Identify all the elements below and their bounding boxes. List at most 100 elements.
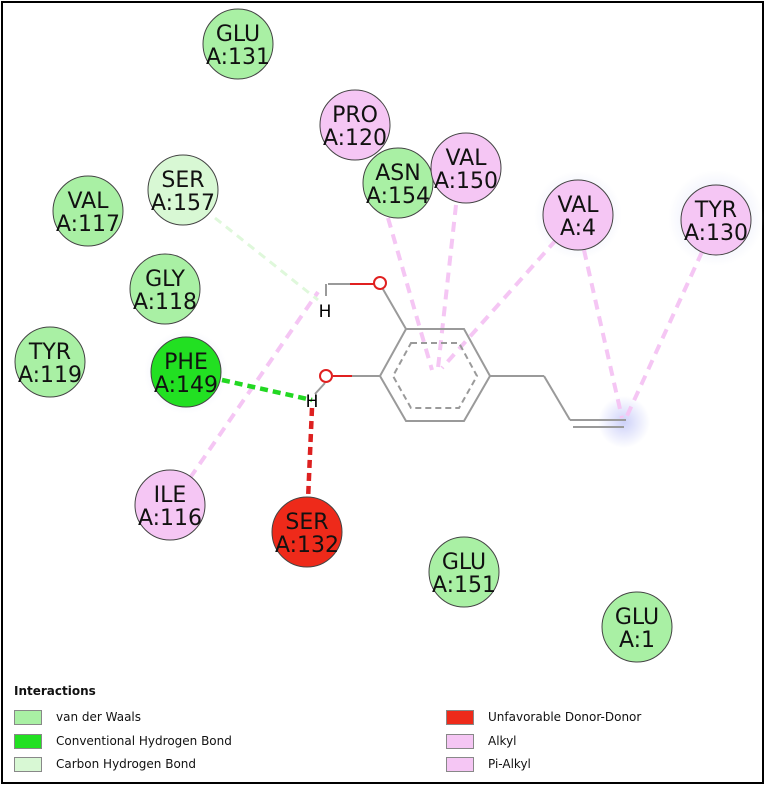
- bond-ch2-ch: [543, 375, 571, 421]
- residue-circle-glu151: [428, 536, 500, 608]
- legend-item-hbond: Conventional Hydrogen Bond: [14, 732, 232, 750]
- residue-name-ser132: SER: [285, 510, 328, 535]
- legend-label-pialkyl: Pi-Alkyl: [488, 757, 531, 771]
- residue-chain-glu151: A:151: [432, 573, 496, 598]
- residue-chain-val4: A:4: [560, 216, 596, 241]
- residue-chain-tyr119: A:119: [18, 363, 82, 388]
- residue-chain-glu131: A:131: [206, 45, 270, 70]
- residue-circle-val4: [542, 179, 614, 251]
- residue-chain-val150: A:150: [434, 169, 498, 194]
- residue-chain-gly118: A:118: [133, 290, 197, 315]
- residue-circle-val150: [430, 132, 502, 204]
- alkyl-line-tyr130: [624, 251, 704, 419]
- bond-ring-o1: [379, 283, 407, 330]
- residue-name-gly118: GLY: [145, 267, 185, 292]
- residue-circle-val117: [52, 175, 124, 247]
- hydrogen-label-upper: H: [319, 302, 332, 322]
- legend-label-vdw: van der Waals: [56, 710, 142, 724]
- residue-chain-ser157: A:157: [151, 191, 215, 216]
- residue-name-tyr130: TYR: [694, 198, 737, 223]
- residue-name-pro120: PRO: [332, 103, 378, 128]
- residue-circle-pro120: [319, 89, 391, 161]
- hydrogen-label-lower: H: [306, 392, 319, 412]
- ligand-structure: [314, 283, 626, 428]
- residue-chain-asn154: A:154: [366, 184, 430, 209]
- legend-label-unfav: Unfavorable Donor-Donor: [488, 710, 642, 724]
- residue-circle-asn154: [362, 147, 434, 219]
- residue-name-glu151: GLU: [442, 550, 486, 575]
- residue-chain-pro120: A:120: [323, 126, 387, 151]
- residue-chain-ile116: A:116: [138, 506, 202, 531]
- legend-swatch-chbond: [14, 756, 42, 772]
- legend-item-chbond: Carbon Hydrogen Bond: [14, 755, 196, 773]
- residue-name-tyr119: TYR: [28, 340, 71, 365]
- legend-swatch-hbond: [14, 733, 42, 749]
- legend-label-alkyl: Alkyl: [488, 734, 517, 748]
- alkyl-line-ile116: [188, 290, 320, 480]
- carbon-hbond-line-ser157: [214, 216, 319, 302]
- residue-name-val150: VAL: [446, 146, 488, 171]
- residue-circle-glu1: [601, 591, 673, 663]
- residue-chain-val117: A:117: [56, 212, 120, 237]
- residue-chain-glu1: A:1: [619, 628, 655, 653]
- oxygen-atom-lower: [319, 369, 333, 383]
- residue-name-ser157: SER: [161, 168, 204, 193]
- legend-swatch-unfav: [446, 709, 474, 725]
- residue-circle-tyr130: [680, 184, 752, 256]
- hbond-line-phe149: [221, 377, 313, 403]
- unfav-line-ser132: [305, 407, 315, 501]
- bond-o2-h: [314, 382, 326, 395]
- legend: Interactions van der Waals Conventional …: [12, 683, 752, 778]
- legend-swatch-alkyl: [446, 733, 474, 749]
- residue-name-ile116: ILE: [154, 483, 187, 508]
- residue-circle-ile116: [134, 469, 206, 541]
- legend-label-chbond: Carbon Hydrogen Bond: [56, 757, 197, 771]
- residue-chain-tyr130: A:130: [684, 221, 748, 246]
- alkene-glow: [598, 396, 650, 448]
- residue-name-phe149: PHE: [164, 350, 208, 375]
- alkyl-line-val4: [582, 249, 624, 419]
- residue-chain-phe149: A:149: [154, 373, 218, 398]
- pialkyl-line-val4-ring: [440, 238, 558, 370]
- residue-circle-tyr119: [14, 326, 86, 398]
- residue-circle-glu131: [202, 8, 274, 80]
- legend-swatch-vdw: [14, 709, 42, 725]
- residue-name-val117: VAL: [68, 189, 110, 214]
- residue-name-val4: VAL: [558, 193, 600, 218]
- residue-circle-phe149: [150, 336, 222, 408]
- legend-label-hbond: Conventional Hydrogen Bond: [56, 734, 232, 748]
- interaction-diagram: H H GLUA:131PROA:120SERA:157ASNA:154VALA…: [14, 8, 764, 663]
- oxygen-atom-upper: [373, 276, 387, 290]
- legend-item-pialkyl: Pi-Alkyl: [446, 755, 531, 773]
- legend-item-vdw: van der Waals: [14, 708, 141, 726]
- residue-name-asn154: ASN: [375, 161, 420, 186]
- legend-swatch-pialkyl: [446, 756, 474, 772]
- residue-circle-ser132: [271, 496, 343, 568]
- residue-name-glu131: GLU: [216, 22, 260, 47]
- pialkyl-line-val150: [436, 204, 458, 369]
- legend-item-unfav: Unfavorable Donor-Donor: [446, 708, 641, 726]
- residue-circle-gly118: [129, 253, 201, 325]
- legend-item-alkyl: Alkyl: [446, 732, 517, 750]
- residue-chain-ser132: A:132: [275, 533, 339, 558]
- residue-circle-ser157: [147, 154, 219, 226]
- residue-name-glu1: GLU: [615, 605, 659, 630]
- aromatic-circle: [391, 342, 479, 409]
- pialkyl-line-asn154: [386, 217, 434, 371]
